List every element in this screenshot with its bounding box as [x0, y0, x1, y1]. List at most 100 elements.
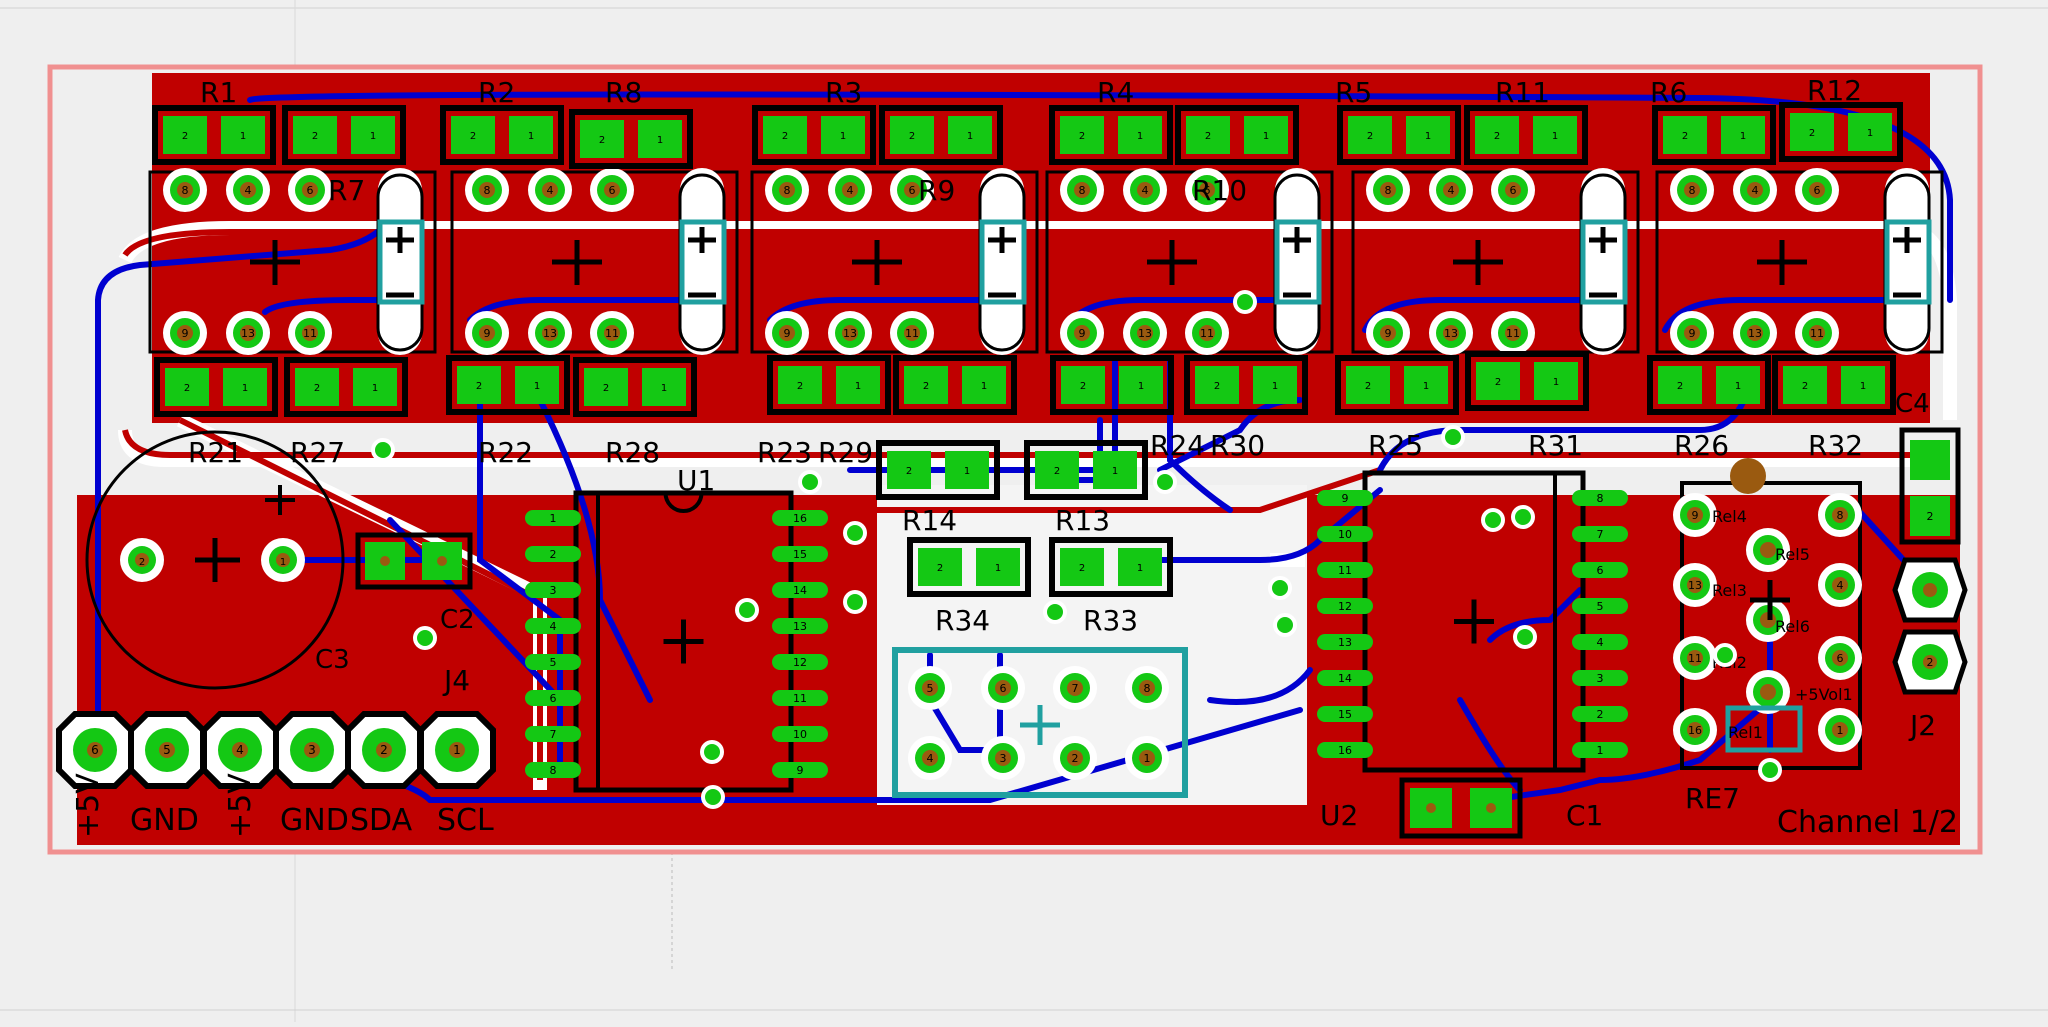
pad-number: 1	[242, 383, 248, 394]
pad-number: 1	[1137, 563, 1143, 574]
relay-pad-bottom: 13	[528, 311, 572, 355]
pad-number: 1	[528, 131, 534, 142]
socket-pad: 1	[1125, 736, 1169, 780]
pad-number: 2	[1054, 466, 1060, 477]
pad-number: 1	[1137, 131, 1143, 142]
trace-bottom	[1457, 697, 1523, 793]
j4-pin: 5	[128, 711, 206, 789]
pad-number: 1	[981, 381, 987, 392]
socket-pad: 3	[981, 736, 1025, 780]
pad-number: 2	[314, 383, 320, 394]
ic-pad	[1317, 742, 1373, 758]
ic-pad	[1572, 598, 1628, 614]
ic-pad	[1317, 562, 1373, 578]
relay-pad-top: 8	[163, 168, 207, 212]
relay-pad-bottom: 9	[465, 311, 509, 355]
c3-pad-2	[120, 538, 164, 582]
pad-number: 9	[1692, 509, 1699, 522]
pad-number: 1	[1735, 381, 1741, 392]
c3-pad-2-number: 2	[139, 557, 145, 568]
re7-mount-hole	[1730, 458, 1766, 494]
ic-pad	[772, 654, 828, 670]
component-label: R6	[1650, 76, 1687, 109]
re7-pad: 4	[1818, 563, 1862, 607]
connector-j2: 2 J2	[1892, 557, 1968, 742]
vias	[371, 290, 1782, 809]
pad-number: 1	[967, 131, 973, 142]
ic-pad-number: 12	[793, 656, 807, 669]
ic-pad	[772, 546, 828, 562]
ic-pad-number: 1	[1597, 744, 1604, 757]
relay-re7: 98134116161Rel4Rel5Rel3Rel6Rel2Rel1+5Vol…	[1673, 458, 1862, 770]
component-label: R23	[757, 436, 812, 469]
ic-pad	[1572, 706, 1628, 722]
relay-pad-bottom: 9	[1366, 311, 1410, 355]
j4-pin-label: +5V	[223, 773, 258, 838]
socket-pad: 2	[1053, 736, 1097, 780]
ic-pad	[1572, 526, 1628, 542]
ic-pad	[525, 762, 581, 778]
pad-number: 1	[1552, 131, 1558, 142]
via	[1511, 505, 1535, 529]
relay-coil-slot	[1883, 173, 1931, 352]
pad-number: 8	[784, 184, 791, 197]
pad-number: 2	[312, 131, 318, 142]
relay-footprint: 84619131116	[1655, 168, 1944, 355]
trace-bottom	[262, 297, 398, 315]
relay-pad-bottom: 13	[828, 311, 872, 355]
ic-pad	[772, 762, 828, 778]
ic-pad-number: 16	[1338, 744, 1352, 757]
pad-number: 13	[1748, 327, 1762, 340]
re7-pin-label: Rel3	[1712, 581, 1747, 600]
ic-pad-number: 11	[1338, 564, 1352, 577]
ic-pad	[525, 618, 581, 634]
re7-diode	[1725, 705, 1803, 753]
ic-pad-number: 9	[797, 764, 804, 777]
c3-pad-1-number: 1	[280, 557, 286, 568]
relay-pad-top: 4	[1733, 168, 1777, 212]
pad-number: 13	[843, 327, 857, 340]
component-label: R10	[1192, 174, 1247, 207]
trace-top	[122, 429, 1925, 458]
via	[1268, 576, 1292, 600]
via	[701, 785, 725, 809]
pad-number: 1	[661, 383, 667, 394]
relay-pad-bottom: 9	[765, 311, 809, 355]
pad-number: 8	[1689, 184, 1696, 197]
ic-body	[1362, 470, 1586, 773]
pad-number: 1	[1423, 381, 1429, 392]
component-label: RE7	[1685, 782, 1740, 815]
ic-pad	[772, 582, 828, 598]
pad-number: 1	[1112, 466, 1118, 477]
relay-pad-bottom: 11	[1795, 311, 1839, 355]
ic-pad	[1572, 562, 1628, 578]
pad-number: 6	[91, 743, 99, 757]
pad-number: 8	[1385, 184, 1392, 197]
relay-outline	[750, 170, 1039, 354]
j4-pin: 6	[56, 711, 134, 789]
relay-pad-top: 8	[465, 168, 509, 212]
capacitor-c1: C1	[1399, 777, 1603, 839]
pad-number: 1	[1553, 377, 1559, 388]
ic-pad-number: 11	[793, 692, 807, 705]
component-label: U2	[1320, 799, 1358, 832]
trace-top	[122, 229, 1900, 257]
pad-number: 13	[1688, 579, 1702, 592]
pad-number: 2	[1079, 131, 1085, 142]
pad-number: 9	[1689, 327, 1696, 340]
via	[413, 626, 437, 650]
via	[1481, 508, 1505, 532]
